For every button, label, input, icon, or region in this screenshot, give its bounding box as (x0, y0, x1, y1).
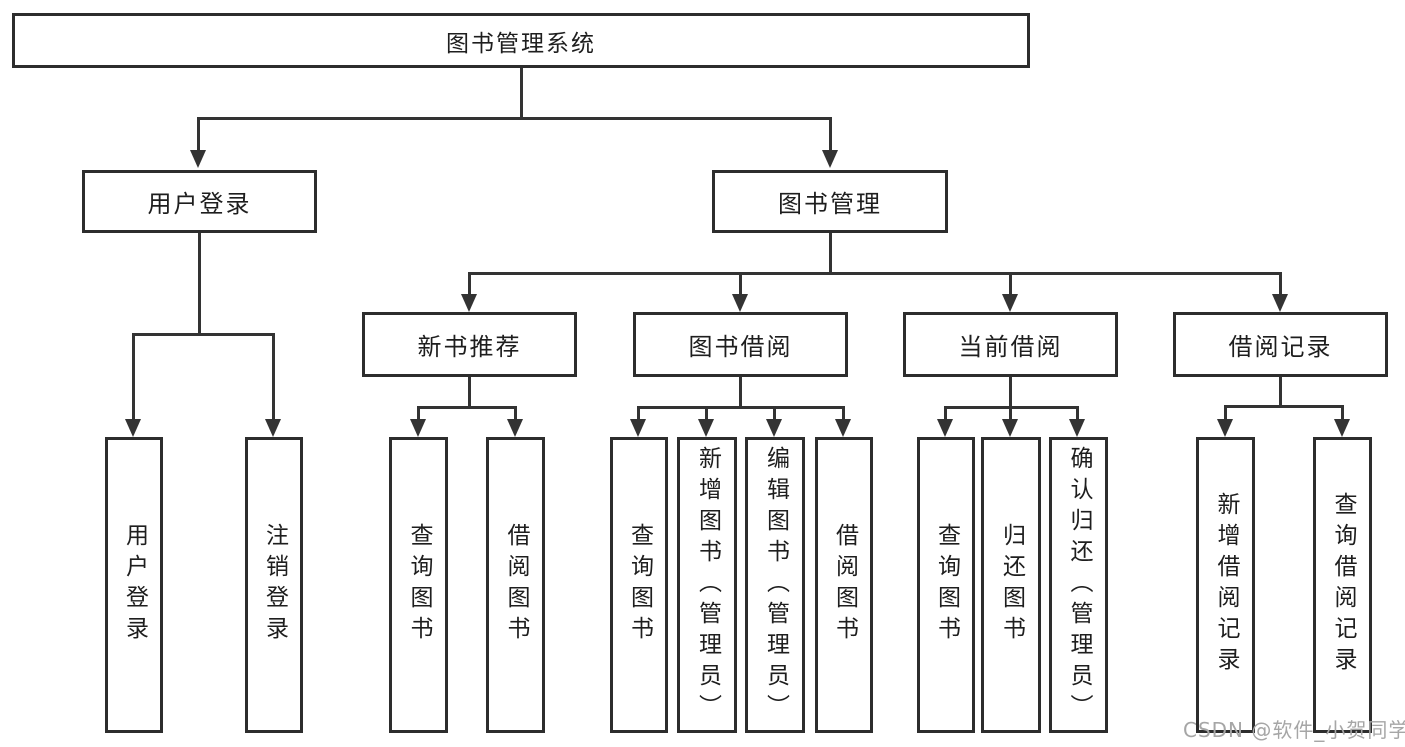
connector-current-borrow-stem (1009, 272, 1012, 296)
leaf-label: 查询图书 (626, 523, 653, 647)
connector-s1c0-stem (637, 406, 640, 422)
connector-level2-hline (197, 117, 832, 120)
connector-new-book-stem (468, 272, 471, 296)
connector-login-stem (132, 333, 135, 421)
arrow-down-borrow-record (1272, 294, 1288, 312)
connector-logout-stem (272, 333, 275, 421)
arrow-down-s0c1 (507, 419, 523, 437)
node-leaf-borrow-books-1: 借阅图书 (486, 437, 545, 733)
node-leaf-confirm-return-admin: 确认归还（管理员） (1049, 437, 1108, 733)
connector-s0c0-stem (417, 406, 420, 422)
leaf-label: 编辑图书（管理员） (762, 445, 789, 725)
node-leaf-return-books: 归还图书 (981, 437, 1041, 733)
connector-s2c2-stem (1076, 406, 1079, 422)
connector-s3c1-stem (1341, 405, 1344, 422)
node-leaf-query-books-1: 查询图书 (389, 437, 448, 733)
arrow-down-s0c0 (410, 419, 426, 437)
node-book-borrow: 图书借阅 (633, 312, 848, 377)
connector-s2c1-stem (1009, 406, 1012, 422)
connector-s1c3-stem (842, 406, 845, 422)
node-leaf-query-books-3: 查询图书 (917, 437, 975, 733)
leaf-label: 新增图书（管理员） (694, 445, 721, 725)
leaf-label: 查询图书 (406, 523, 432, 647)
connector-borrow-record-stem (1279, 272, 1282, 296)
arrow-down-s1c3 (835, 419, 851, 437)
arrow-down-s2c1 (1002, 419, 1018, 437)
arrow-down-s3c1 (1334, 419, 1350, 437)
connector-s0c1-stem (514, 406, 517, 422)
node-leaf-user-login: 用户登录 (105, 437, 163, 733)
leaf-label: 归还图书 (998, 523, 1025, 647)
leaf-label: 新增借阅记录 (1213, 492, 1239, 678)
leaf-label: 确认归还（管理员） (1066, 445, 1092, 725)
csdn-watermark: CSDN @软件_小贺同学 (1183, 718, 1405, 742)
connector-user-login-drop (198, 233, 201, 333)
connector-user-login-hline (132, 333, 275, 336)
connector-book-mgmt-drop (829, 233, 832, 272)
leaf-label: 借阅图书 (503, 523, 529, 647)
connector-s2c0-stem (944, 406, 947, 422)
connector-s3-hline (1224, 405, 1343, 408)
connector-user-login-stem (197, 118, 200, 152)
node-leaf-add-books-admin: 新增图书（管理员） (677, 437, 737, 733)
node-leaf-add-borrow-record: 新增借阅记录 (1196, 437, 1255, 733)
arrow-down-login (125, 419, 141, 437)
node-book-mgmt: 图书管理 (712, 170, 948, 233)
node-library-management-system: 图书管理系统 (12, 13, 1030, 68)
node-leaf-borrow-books-2: 借阅图书 (815, 437, 873, 733)
node-leaf-edit-books-admin: 编辑图书（管理员） (745, 437, 805, 733)
connector-s1c2-stem (773, 406, 776, 422)
connector-s1c1-stem (705, 406, 708, 422)
node-leaf-query-borrow-record: 查询借阅记录 (1313, 437, 1372, 733)
arrow-down-book-borrow (732, 294, 748, 312)
arrow-down-s3c0 (1217, 419, 1233, 437)
leaf-label: 查询图书 (933, 523, 960, 647)
connector-s1-drop (739, 377, 742, 406)
connector-book-borrow-stem (739, 272, 742, 296)
arrow-down-user-login (190, 150, 206, 168)
connector-s1-hline (637, 406, 845, 409)
connector-book-mgmt-stem (829, 118, 832, 152)
connector-s3-drop (1279, 377, 1282, 405)
node-new-book-recommend: 新书推荐 (362, 312, 577, 377)
connector-root-drop (520, 68, 523, 118)
connector-s0-hline (417, 406, 517, 409)
arrow-down-s1c2 (766, 419, 782, 437)
node-current-borrow: 当前借阅 (903, 312, 1118, 377)
node-borrow-record: 借阅记录 (1173, 312, 1388, 377)
connector-level3-hline (468, 272, 1282, 275)
arrow-down-logout (265, 419, 281, 437)
arrow-down-s1c1 (698, 419, 714, 437)
connector-s3c0-stem (1224, 405, 1227, 422)
node-leaf-logout: 注销登录 (245, 437, 303, 733)
arrow-down-new-book (461, 294, 477, 312)
arrow-down-s2c2 (1069, 419, 1085, 437)
arrow-down-s2c0 (937, 419, 953, 437)
connector-s2-drop (1009, 377, 1012, 406)
arrow-down-current-borrow (1002, 294, 1018, 312)
arrow-down-book-mgmt (822, 150, 838, 168)
connector-s0-drop (468, 377, 471, 406)
leaf-label: 用户登录 (121, 523, 148, 647)
leaf-label: 注销登录 (261, 523, 288, 647)
leaf-label: 借阅图书 (831, 523, 858, 647)
arrow-down-s1c0 (630, 419, 646, 437)
node-leaf-query-books-2: 查询图书 (610, 437, 668, 733)
node-user-login: 用户登录 (82, 170, 317, 233)
leaf-label: 查询借阅记录 (1330, 492, 1356, 678)
